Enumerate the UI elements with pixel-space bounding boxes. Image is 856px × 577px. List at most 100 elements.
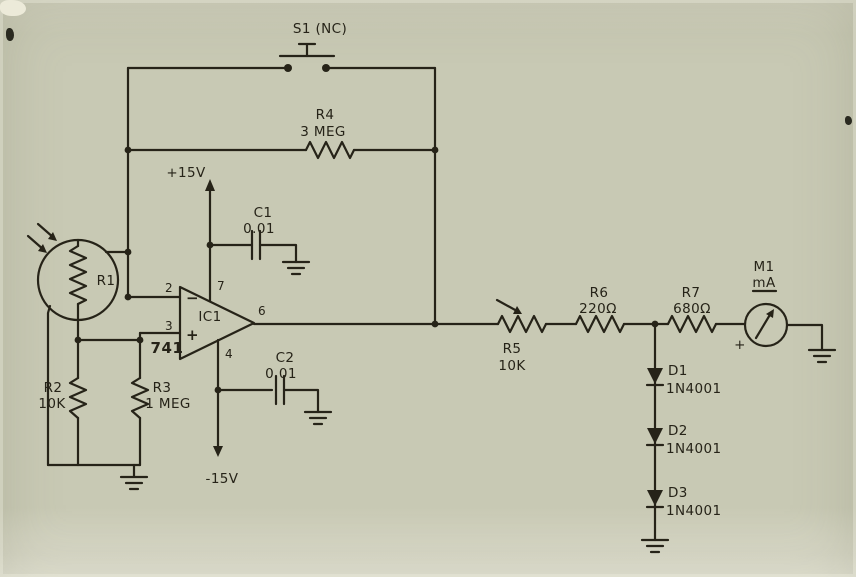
- supply-pos-label: +15V: [166, 165, 206, 181]
- negative-supply: -15V: [206, 446, 239, 487]
- ground-icon: [807, 348, 837, 364]
- r1-photocell: R1: [26, 222, 120, 322]
- r5-ref: R5: [503, 341, 522, 357]
- resistor-zigzag: [130, 376, 150, 420]
- light-arrow-head: [38, 244, 47, 253]
- wire: [258, 243, 298, 264]
- r3-value: 1 MEG: [145, 396, 191, 412]
- diode-triangle: [647, 490, 663, 506]
- r7-ref: R7: [682, 285, 701, 301]
- meter-needle-head: [766, 309, 774, 318]
- pin-7-label: 7: [217, 279, 225, 293]
- resistor-zigzag: [574, 314, 626, 334]
- diode-triangle: [647, 428, 663, 444]
- diode-triangle: [647, 368, 663, 384]
- junction: [124, 293, 132, 301]
- pin-3-label: 3: [165, 319, 173, 333]
- r1-ref: R1: [97, 273, 116, 289]
- d2-ref: D2: [668, 423, 688, 439]
- down-arrow-icon: [213, 446, 223, 457]
- s1-contact: [322, 64, 330, 72]
- supply-neg-label: -15V: [206, 471, 239, 487]
- m1-ref: M1: [753, 259, 774, 275]
- m1-unit: mA: [752, 275, 776, 291]
- s1-label: S1 (NC): [293, 21, 347, 37]
- junction: [124, 146, 132, 154]
- r2-resistor: R2 10K: [38, 376, 88, 420]
- resistor-zigzag: [68, 376, 88, 420]
- junction: [431, 146, 439, 154]
- ground-icon: [281, 260, 311, 276]
- wiper-arm: [495, 298, 519, 313]
- r7-value: 680Ω: [673, 301, 711, 317]
- wiper-arrow-head: [513, 306, 522, 314]
- paper-speck: [6, 28, 14, 41]
- wire: [785, 323, 824, 352]
- paper-highlight: [0, 0, 26, 16]
- meter-circle: [743, 302, 789, 348]
- r6-ref: R6: [590, 285, 609, 301]
- s1-switch: S1 (NC): [278, 21, 347, 72]
- d1-ref: D1: [668, 363, 688, 379]
- c2-ref: C2: [276, 350, 295, 366]
- meter-needle: [754, 311, 773, 340]
- r5-potentiometer: R5 10K: [495, 298, 548, 374]
- resistor-zigzag: [666, 314, 718, 334]
- d2-diode: D2 1N4001: [645, 423, 721, 457]
- s1-plunger: [297, 42, 317, 58]
- junction: [431, 320, 439, 328]
- junction: [206, 241, 214, 249]
- c1-value: 0.01: [243, 221, 275, 237]
- c1-ref: C1: [254, 205, 273, 221]
- d2-value: 1N4001: [666, 441, 721, 457]
- r4-ref: R4: [316, 107, 335, 123]
- junction: [214, 386, 222, 394]
- s1-contact: [284, 64, 292, 72]
- noninverting-sign: +: [186, 326, 199, 344]
- resistor-zigzag: [496, 314, 548, 334]
- r4-resistor: R4 3 MEG: [300, 107, 356, 160]
- ground-icon: [119, 463, 149, 491]
- junction: [136, 336, 144, 344]
- inverting-sign: −: [186, 289, 199, 307]
- positive-supply: +15V: [166, 165, 215, 191]
- ground-symbols: [119, 260, 837, 554]
- r5-value: 10K: [498, 358, 526, 374]
- up-arrow-icon: [205, 179, 215, 191]
- ground-icon: [640, 538, 670, 554]
- c2-value: 0.01: [265, 366, 297, 382]
- wire: [282, 388, 320, 414]
- light-arrow-head: [48, 232, 57, 241]
- d3-diode: D3 1N4001: [645, 485, 721, 519]
- junction: [124, 248, 132, 256]
- r3-ref: R3: [153, 380, 172, 396]
- d1-value: 1N4001: [666, 381, 721, 397]
- opamp-ic1: − + IC1 741 2 3 7 4 6: [150, 279, 266, 361]
- resistor-zigzag: [304, 140, 356, 160]
- resistor-zigzag: [68, 244, 88, 306]
- opamp-part: 741: [150, 339, 183, 357]
- junction-dots: [74, 146, 659, 394]
- r4-value: 3 MEG: [300, 124, 346, 140]
- opamp-ref: IC1: [198, 309, 221, 325]
- d3-value: 1N4001: [666, 503, 721, 519]
- r2-ref: R2: [44, 380, 63, 396]
- ground-icon: [303, 410, 333, 426]
- m1-meter: M1 mA +: [734, 259, 789, 353]
- r2-value: 10K: [38, 396, 66, 412]
- pin-4-label: 4: [225, 347, 233, 361]
- junction: [651, 320, 659, 328]
- r6-resistor: R6 220Ω: [574, 285, 626, 334]
- c2-capacitor: C2 0.01: [265, 350, 297, 406]
- d3-ref: D3: [668, 485, 688, 501]
- r7-resistor: R7 680Ω: [666, 285, 718, 334]
- c1-capacitor: C1 0.01: [243, 205, 275, 261]
- junction: [74, 336, 82, 344]
- pin-6-label: 6: [258, 304, 266, 318]
- paper-speck: [845, 116, 852, 125]
- r6-value: 220Ω: [579, 301, 617, 317]
- m1-polarity: +: [734, 337, 746, 353]
- d1-diode: D1 1N4001: [645, 363, 721, 397]
